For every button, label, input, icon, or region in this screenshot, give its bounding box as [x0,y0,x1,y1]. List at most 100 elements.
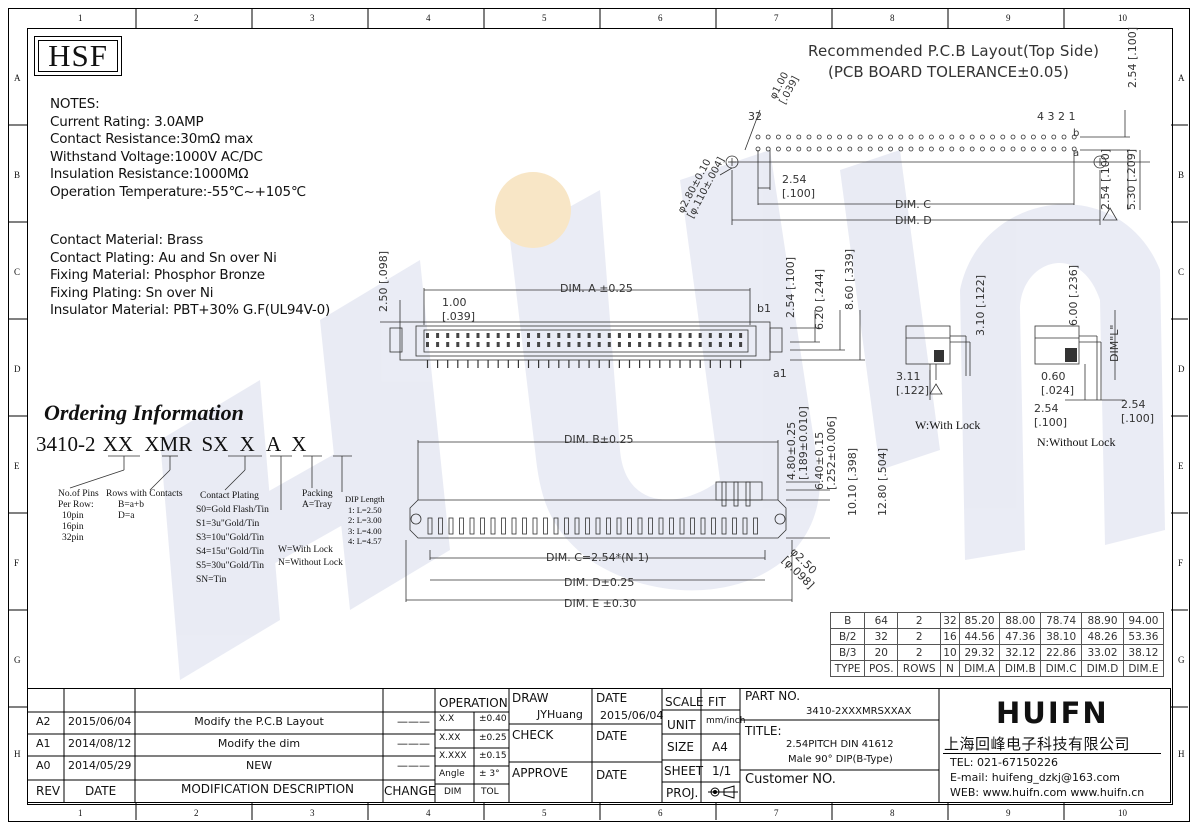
dim-table-cell: 32 [864,628,899,645]
size-value: A4 [712,740,728,754]
border-col-label: 8 [890,808,895,818]
bottom-pin [448,517,454,535]
front-contact [638,333,642,338]
front-contact [668,333,672,338]
front-d860: 8.60 [.339] [843,249,856,310]
border-row-label: C [14,267,21,277]
check-date-label: DATE [596,729,628,743]
with-lock-label: W:With Lock [915,418,981,432]
plating-s4: S4=15u"Gold/Tin [196,547,265,557]
front-contact [436,333,440,338]
note-line: Withstand Voltage:1000V AC/DC [50,148,263,165]
sheet-value: 1/1 [712,764,732,778]
front-contact [486,342,490,347]
front-contact [516,342,520,347]
border-row-label: A [14,73,21,83]
code-packing: A [265,432,280,456]
rev-id: A2 [36,715,51,728]
pcb-hole [826,146,832,152]
pcb-hole [1071,146,1077,152]
pcb-hole [1020,134,1026,140]
pcb-hole [990,146,996,152]
front-contact [466,333,470,338]
bottom-pin [532,517,538,535]
border-col-label: 5 [542,808,547,818]
pcb-hole [1041,146,1047,152]
plating-s1: S1=3u"Gold/Tin [196,519,260,529]
border-row-label: E [1178,461,1184,471]
front-contact [567,342,571,347]
dim-table-cell: DIM.B [999,660,1042,677]
front-contact [597,333,601,338]
front-contact [456,333,460,338]
pcb-hole [765,146,771,152]
bottom-pin [501,517,506,535]
border-col-label: 2 [194,808,199,818]
bottom-d480-in: [.189±0.010] [797,406,810,480]
front-contact [547,342,551,347]
rev-change: ——— [397,715,430,728]
pcb-hole [969,146,975,152]
company-name-cn: 上海回峰电子科技有限公司 [944,735,1131,753]
front-contact [638,342,642,347]
front-contact [587,333,591,338]
side-d600-in: [.236] [1067,264,1080,298]
front-contact [426,333,429,338]
pcb-hole [1071,134,1077,140]
side-d254a-in: [.100] [1034,416,1068,429]
pcb-hole [755,134,761,140]
bottom-pin [700,517,706,535]
front-d250-in: [.098] [377,250,390,284]
bottom-dim-c: DIM. C=2.54*(N-1) [546,551,649,564]
dip-label: DIP Length [345,494,385,504]
without-lock-label: N:Without Lock [1037,435,1116,449]
pcb-hole [939,146,945,152]
side-d310-in: [.122] [974,274,987,308]
dim-table-cell: 32.12 [999,644,1042,661]
front-contact [567,333,571,338]
dim-table-cell: 47.36 [999,628,1042,645]
bottom-pin [574,517,580,535]
approve-label: APPROVE [512,766,569,780]
side-d254-b: 2.54[.100] [1121,398,1154,426]
dim-table-cell: B/3 [829,644,866,661]
ordering-plating-desc: Contact Plating S0=Gold Flash/Tin S1=3u"… [196,489,269,587]
front-contact [678,333,682,338]
plating-label: Contact Plating [200,491,259,501]
border-col-label: 6 [658,808,663,818]
dim-table-cell: 48.26 [1081,628,1124,645]
packing-label: Packing [302,489,333,499]
side-d311-in: [.122] [896,384,930,397]
bottom-pin [585,517,590,535]
dim-table-cell: 2 [897,644,942,661]
rev-header-change: CHANGE [384,784,436,798]
tol-value: ±0.40 [479,714,507,724]
ordering-pins-desc: No.of Pins Per Row: 10pin 16pin 32pin [58,489,99,544]
pcb-hole [918,146,924,152]
bottom-pin [469,517,475,535]
border-col-label: 9 [1006,808,1011,818]
bottom-pin [721,517,727,535]
pcb-hole [796,134,802,140]
border-row-label: B [14,170,21,180]
bottom-pin [564,517,569,535]
front-contact [718,342,722,347]
dim-table-cell: 38.10 [1040,628,1083,645]
pcb-hole [888,146,894,152]
pins-10: 10pin [62,511,84,521]
rev-change: ——— [397,759,430,772]
title-block-lines [27,688,940,803]
pcb-tolerance: (PCB BOARD TOLERANCE±0.05) [828,63,1069,81]
pcb-row-pitch: 2.54 [.100] [1099,149,1112,210]
front-contact [658,333,662,338]
bottom-pin [511,517,517,535]
scale-value: FIT [708,695,726,709]
dim-table-cell: ROWS [897,660,942,677]
side-view-with-lock [905,325,971,400]
front-contact [718,333,722,338]
side-d060-in: [.024] [1041,384,1075,397]
bottom-pin [648,517,653,535]
rev-header-date: DATE [85,784,117,798]
border-row-label: E [14,461,20,471]
